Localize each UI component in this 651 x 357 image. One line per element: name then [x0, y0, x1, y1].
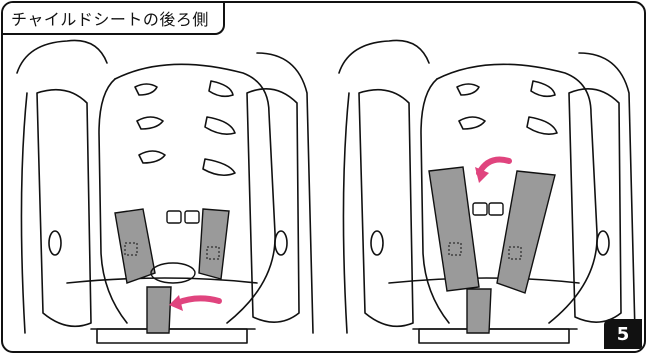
crotch-strap: [466, 288, 492, 334]
left-shoulder-strap: [428, 166, 480, 292]
child-seat-back-left-illustration: [16, 39, 314, 344]
curved-arrow-icon: [174, 295, 222, 306]
illustration-frame: チャイルドシートの後ろ側: [1, 1, 646, 353]
left-illustration-panel: [7, 33, 323, 351]
crotch-strap: [146, 286, 172, 334]
title-tab: チャイルドシートの後ろ側: [3, 3, 225, 35]
left-shoulder-strap: [114, 208, 156, 284]
harness-straps: [428, 166, 556, 334]
right-shoulder-strap: [198, 208, 230, 280]
buckle-tongue-right: [184, 210, 200, 224]
right-shoulder-strap: [496, 170, 556, 294]
harness-straps: [114, 208, 230, 334]
page-title: チャイルドシートの後ろ側: [11, 10, 209, 29]
page-number-badge: 5: [604, 319, 642, 349]
buckle-tongue-right: [488, 202, 504, 216]
buckle-tongue-left: [472, 202, 488, 216]
child-seat-back-right-illustration: [338, 39, 636, 344]
right-illustration-panel: [329, 33, 644, 351]
buckle-tongue-left: [166, 210, 182, 224]
